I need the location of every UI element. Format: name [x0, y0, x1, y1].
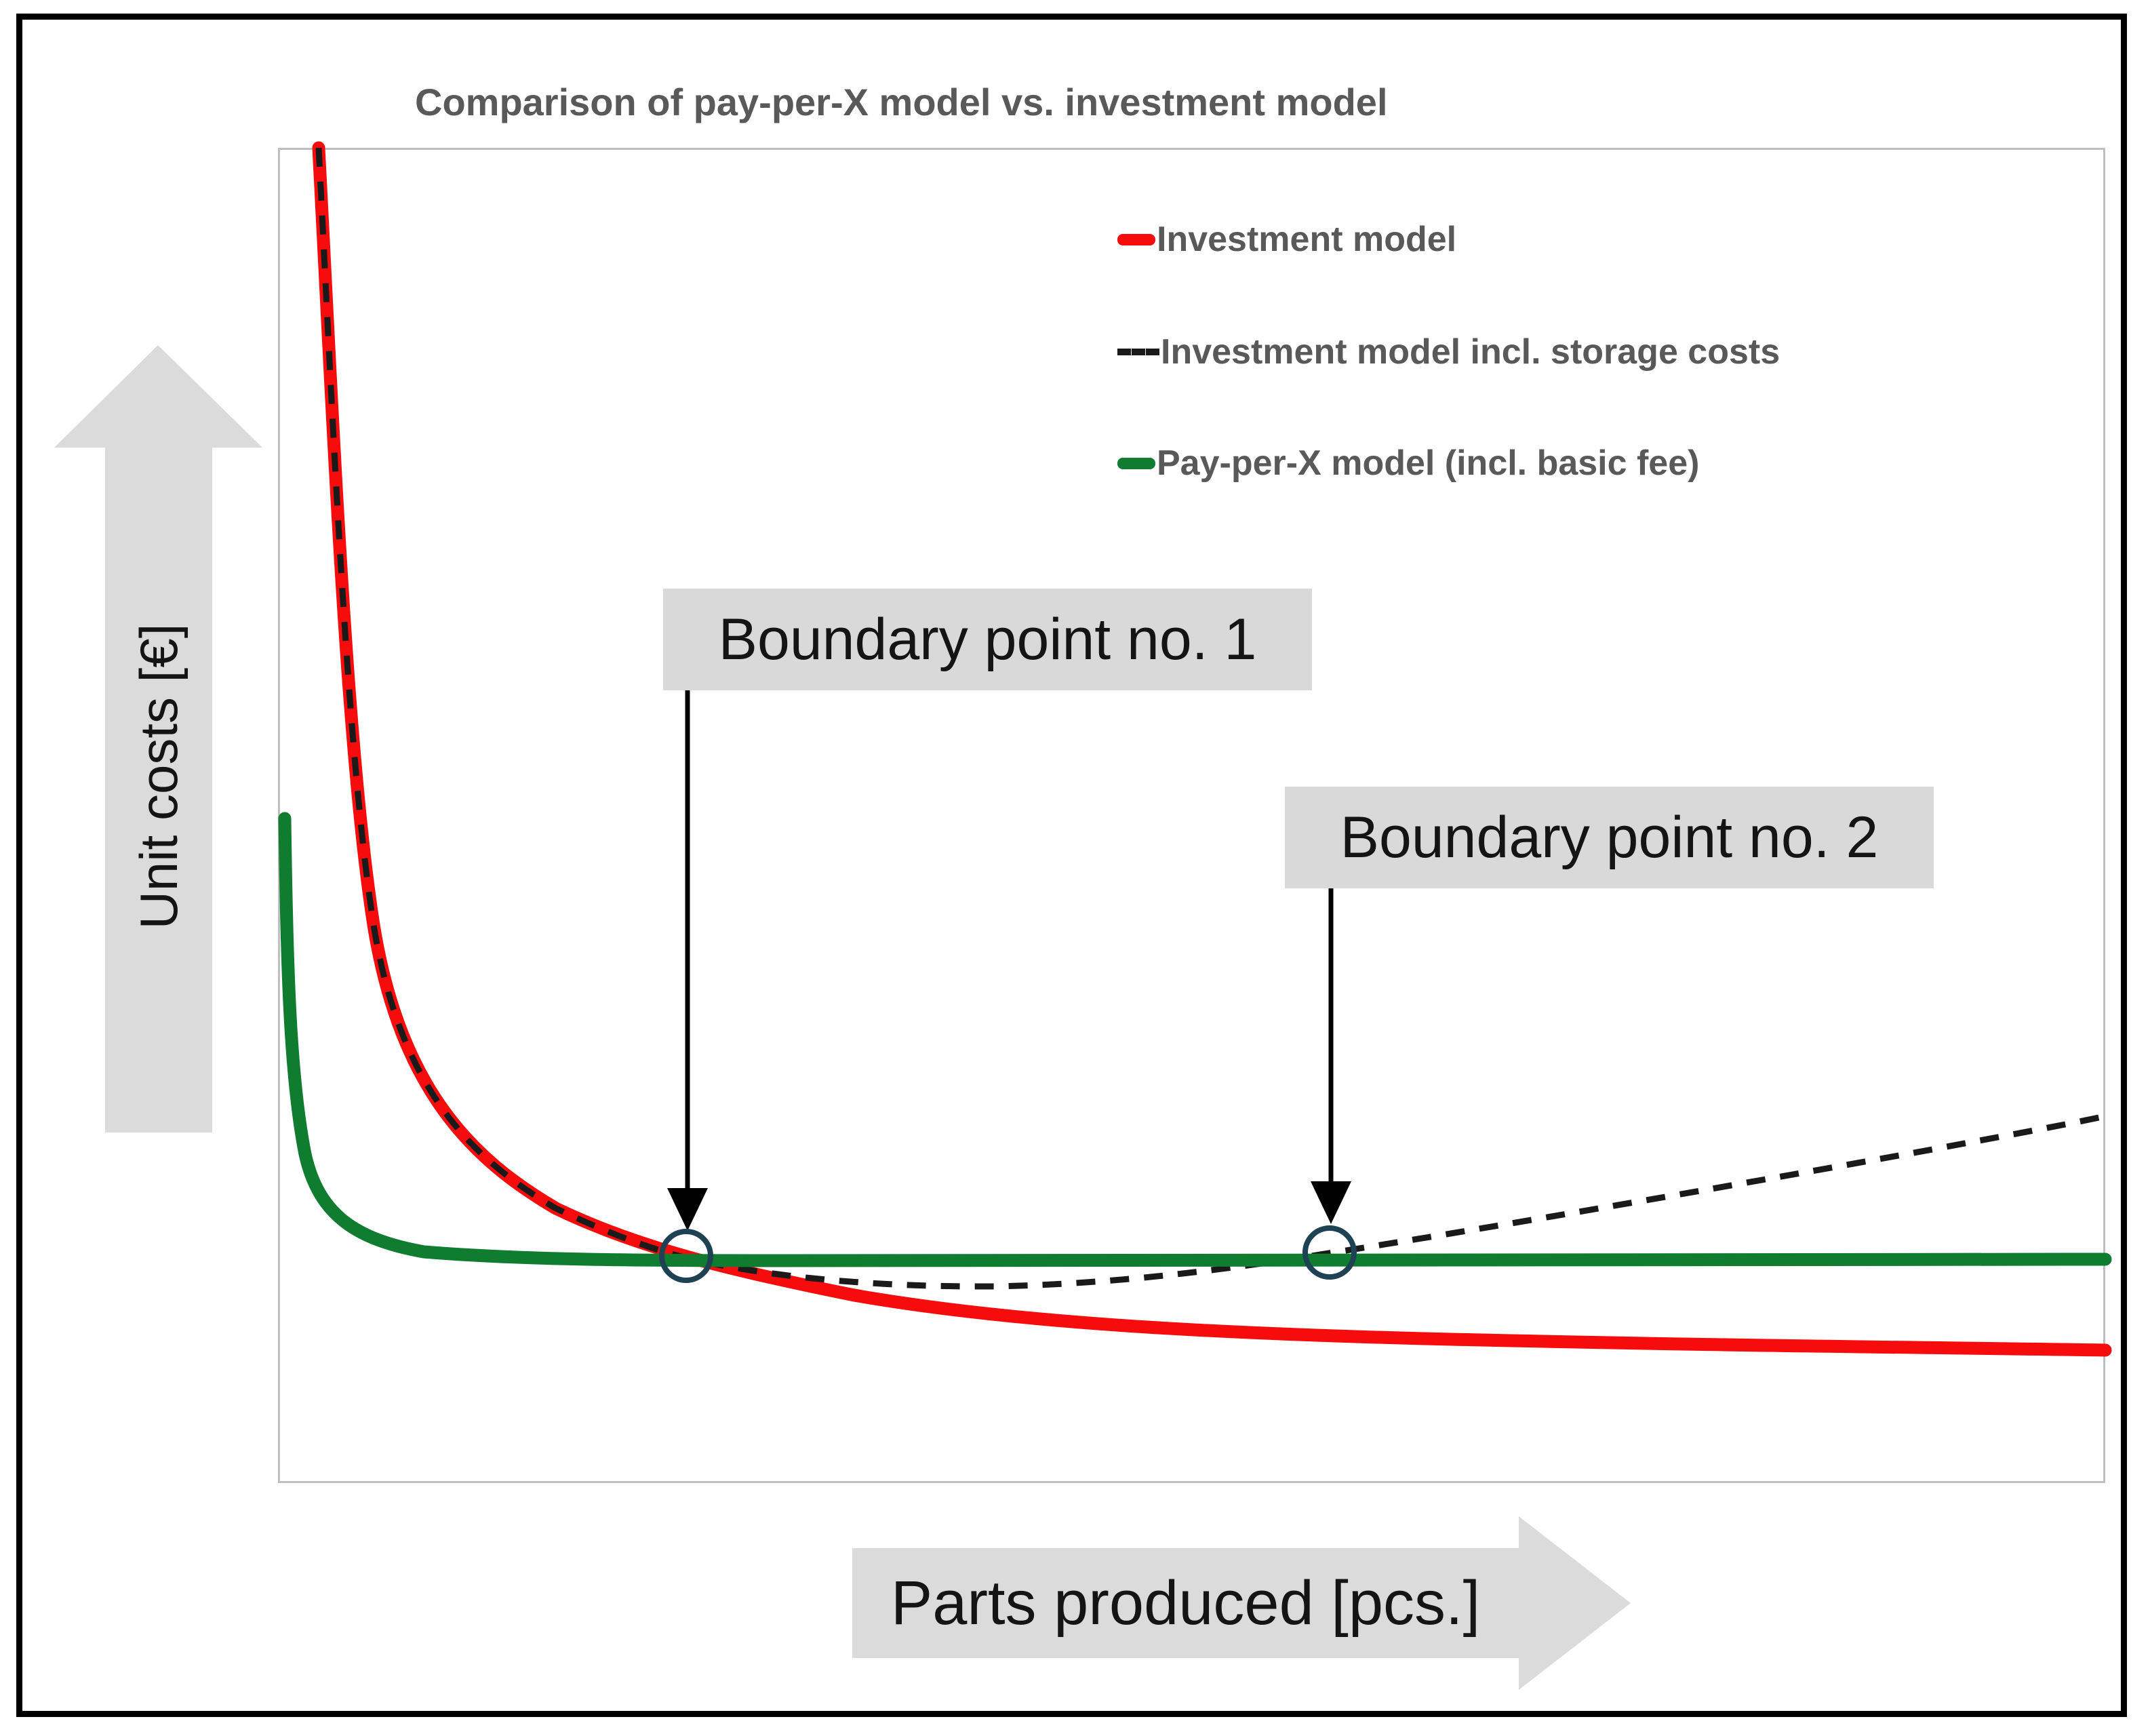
legend-label: Investment model incl. storage costs [1161, 332, 1780, 372]
chart-title: Comparison of pay-per-X model vs. invest… [415, 81, 1388, 123]
pay-per-x-curve [278, 812, 2112, 1267]
legend-item-investment-model-storage: Investment model incl. storage costs [1117, 328, 1780, 376]
boundary2-callout: Boundary point no. 2 [1285, 787, 1934, 888]
boundary1-circle-marker [659, 1229, 713, 1283]
boundary1-callout: Boundary point no. 1 [663, 589, 1312, 690]
green-line-swatch-icon [1117, 457, 1155, 469]
boundary2-arrowhead-icon [1311, 1181, 1351, 1224]
legend-label: Investment model [1157, 220, 1457, 259]
x-axis-label: Parts produced [pcs.] [890, 1569, 1481, 1638]
outer-frame [16, 14, 2127, 1717]
red-line-swatch-icon [1117, 233, 1155, 245]
boundary2-circle-marker [1302, 1225, 1357, 1280]
x-axis-arrow-icon [852, 1516, 1631, 1690]
y-axis-arrow-icon [54, 345, 262, 1132]
dashed-line-swatch-icon [1117, 349, 1159, 355]
legend-label: Pay-per-X model (incl. basic fee) [1157, 443, 1700, 483]
legend-item-investment-model: Investment model [1117, 216, 1456, 263]
legend-item-pay-per-x: Pay-per-X model (incl. basic fee) [1117, 439, 1699, 487]
boundary1-arrowhead-icon [667, 1188, 708, 1231]
y-axis-label: Unit costs [€] [129, 623, 188, 930]
investment-model-storage-curve [315, 147, 2106, 1290]
